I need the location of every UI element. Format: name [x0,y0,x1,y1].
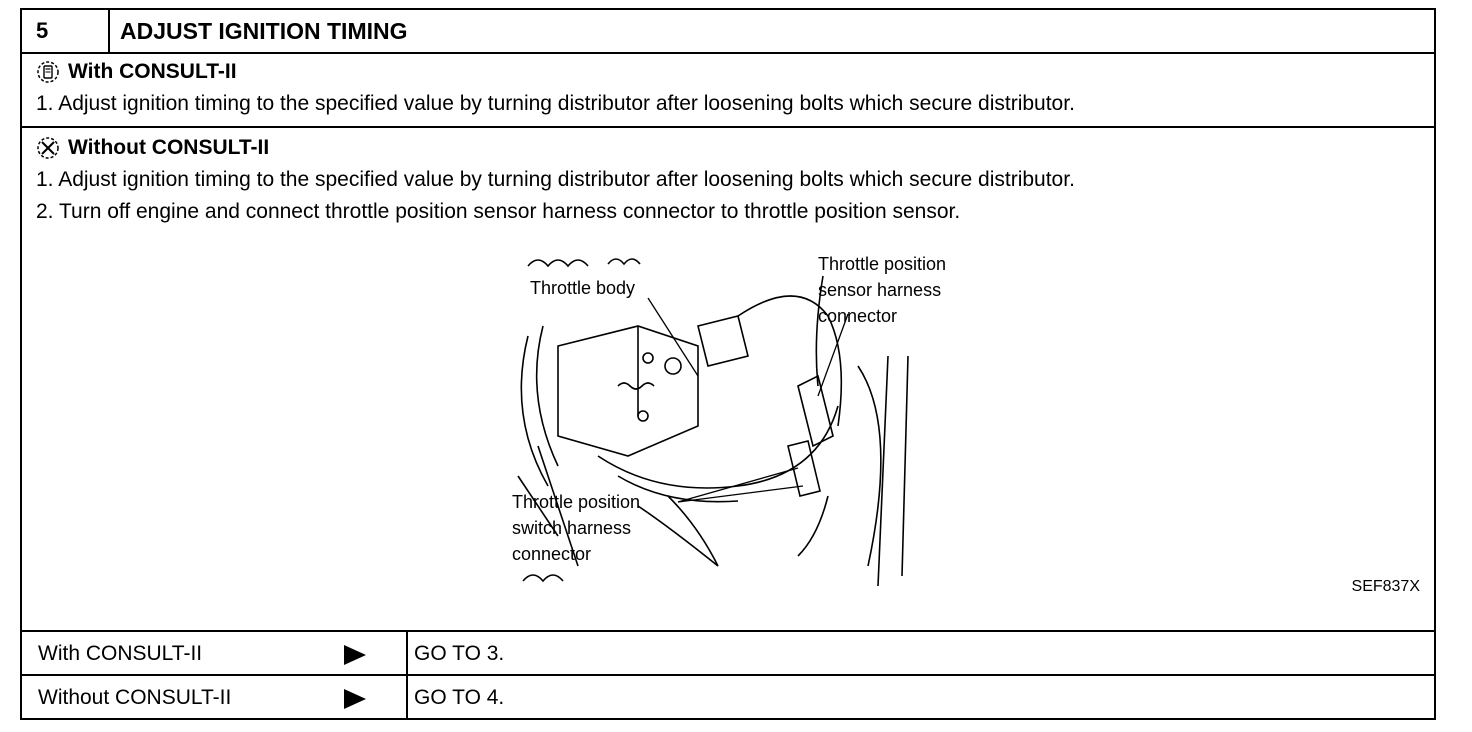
arrow-right-icon [344,645,366,665]
without-consult-step-1: 1. Adjust ignition timing to the specifi… [36,168,1075,191]
label-tpsw-line3: connector [512,544,591,564]
with-consult-step-1: 1. Adjust ignition timing to the specifi… [36,92,1075,115]
with-consult-heading: With CONSULT-II [36,60,237,84]
nav-action: GO TO 4. [414,686,505,709]
throttle-body-diagram: Throttle body Throttle position sensor h… [512,254,946,586]
column-divider [406,676,408,720]
procedure-table: 5 ADJUST IGNITION TIMING With CONSULT-II… [20,8,1436,720]
figure-id: SEF837X [1351,578,1420,595]
nav-condition: With CONSULT-II [38,642,203,665]
tools-icon [37,137,59,159]
with-consult-section: With CONSULT-II 1. Adjust ignition timin… [22,54,1434,128]
nav-action: GO TO 3. [414,642,505,665]
nav-row-with-consult: With CONSULT-II GO TO 3. [22,632,1434,676]
label-tpsw-line2: switch harness [512,518,631,538]
column-divider [406,632,408,674]
without-consult-label: Without CONSULT-II [68,136,270,159]
label-throttle-body: Throttle body [530,278,635,298]
label-tps-line1: Throttle position [818,254,946,274]
without-consult-heading: Without CONSULT-II [36,136,269,160]
consult-tester-icon [37,61,59,83]
step-number: 5 [22,10,110,52]
nav-row-without-consult: Without CONSULT-II GO TO 4. [22,676,1434,720]
label-tps-line3: connector [818,306,897,326]
with-consult-label: With CONSULT-II [68,60,237,83]
step-title: ADJUST IGNITION TIMING [120,18,408,44]
label-tps-line2: sensor harness [818,280,941,300]
nav-condition: Without CONSULT-II [38,686,232,709]
without-consult-step-2: 2. Turn off engine and connect throttle … [36,200,961,223]
label-tpsw-line1: Throttle position [512,492,640,512]
arrow-right-icon [344,689,366,709]
without-consult-section: Without CONSULT-II 1. Adjust ignition ti… [22,128,1434,632]
step-header: 5 ADJUST IGNITION TIMING [22,10,1434,54]
